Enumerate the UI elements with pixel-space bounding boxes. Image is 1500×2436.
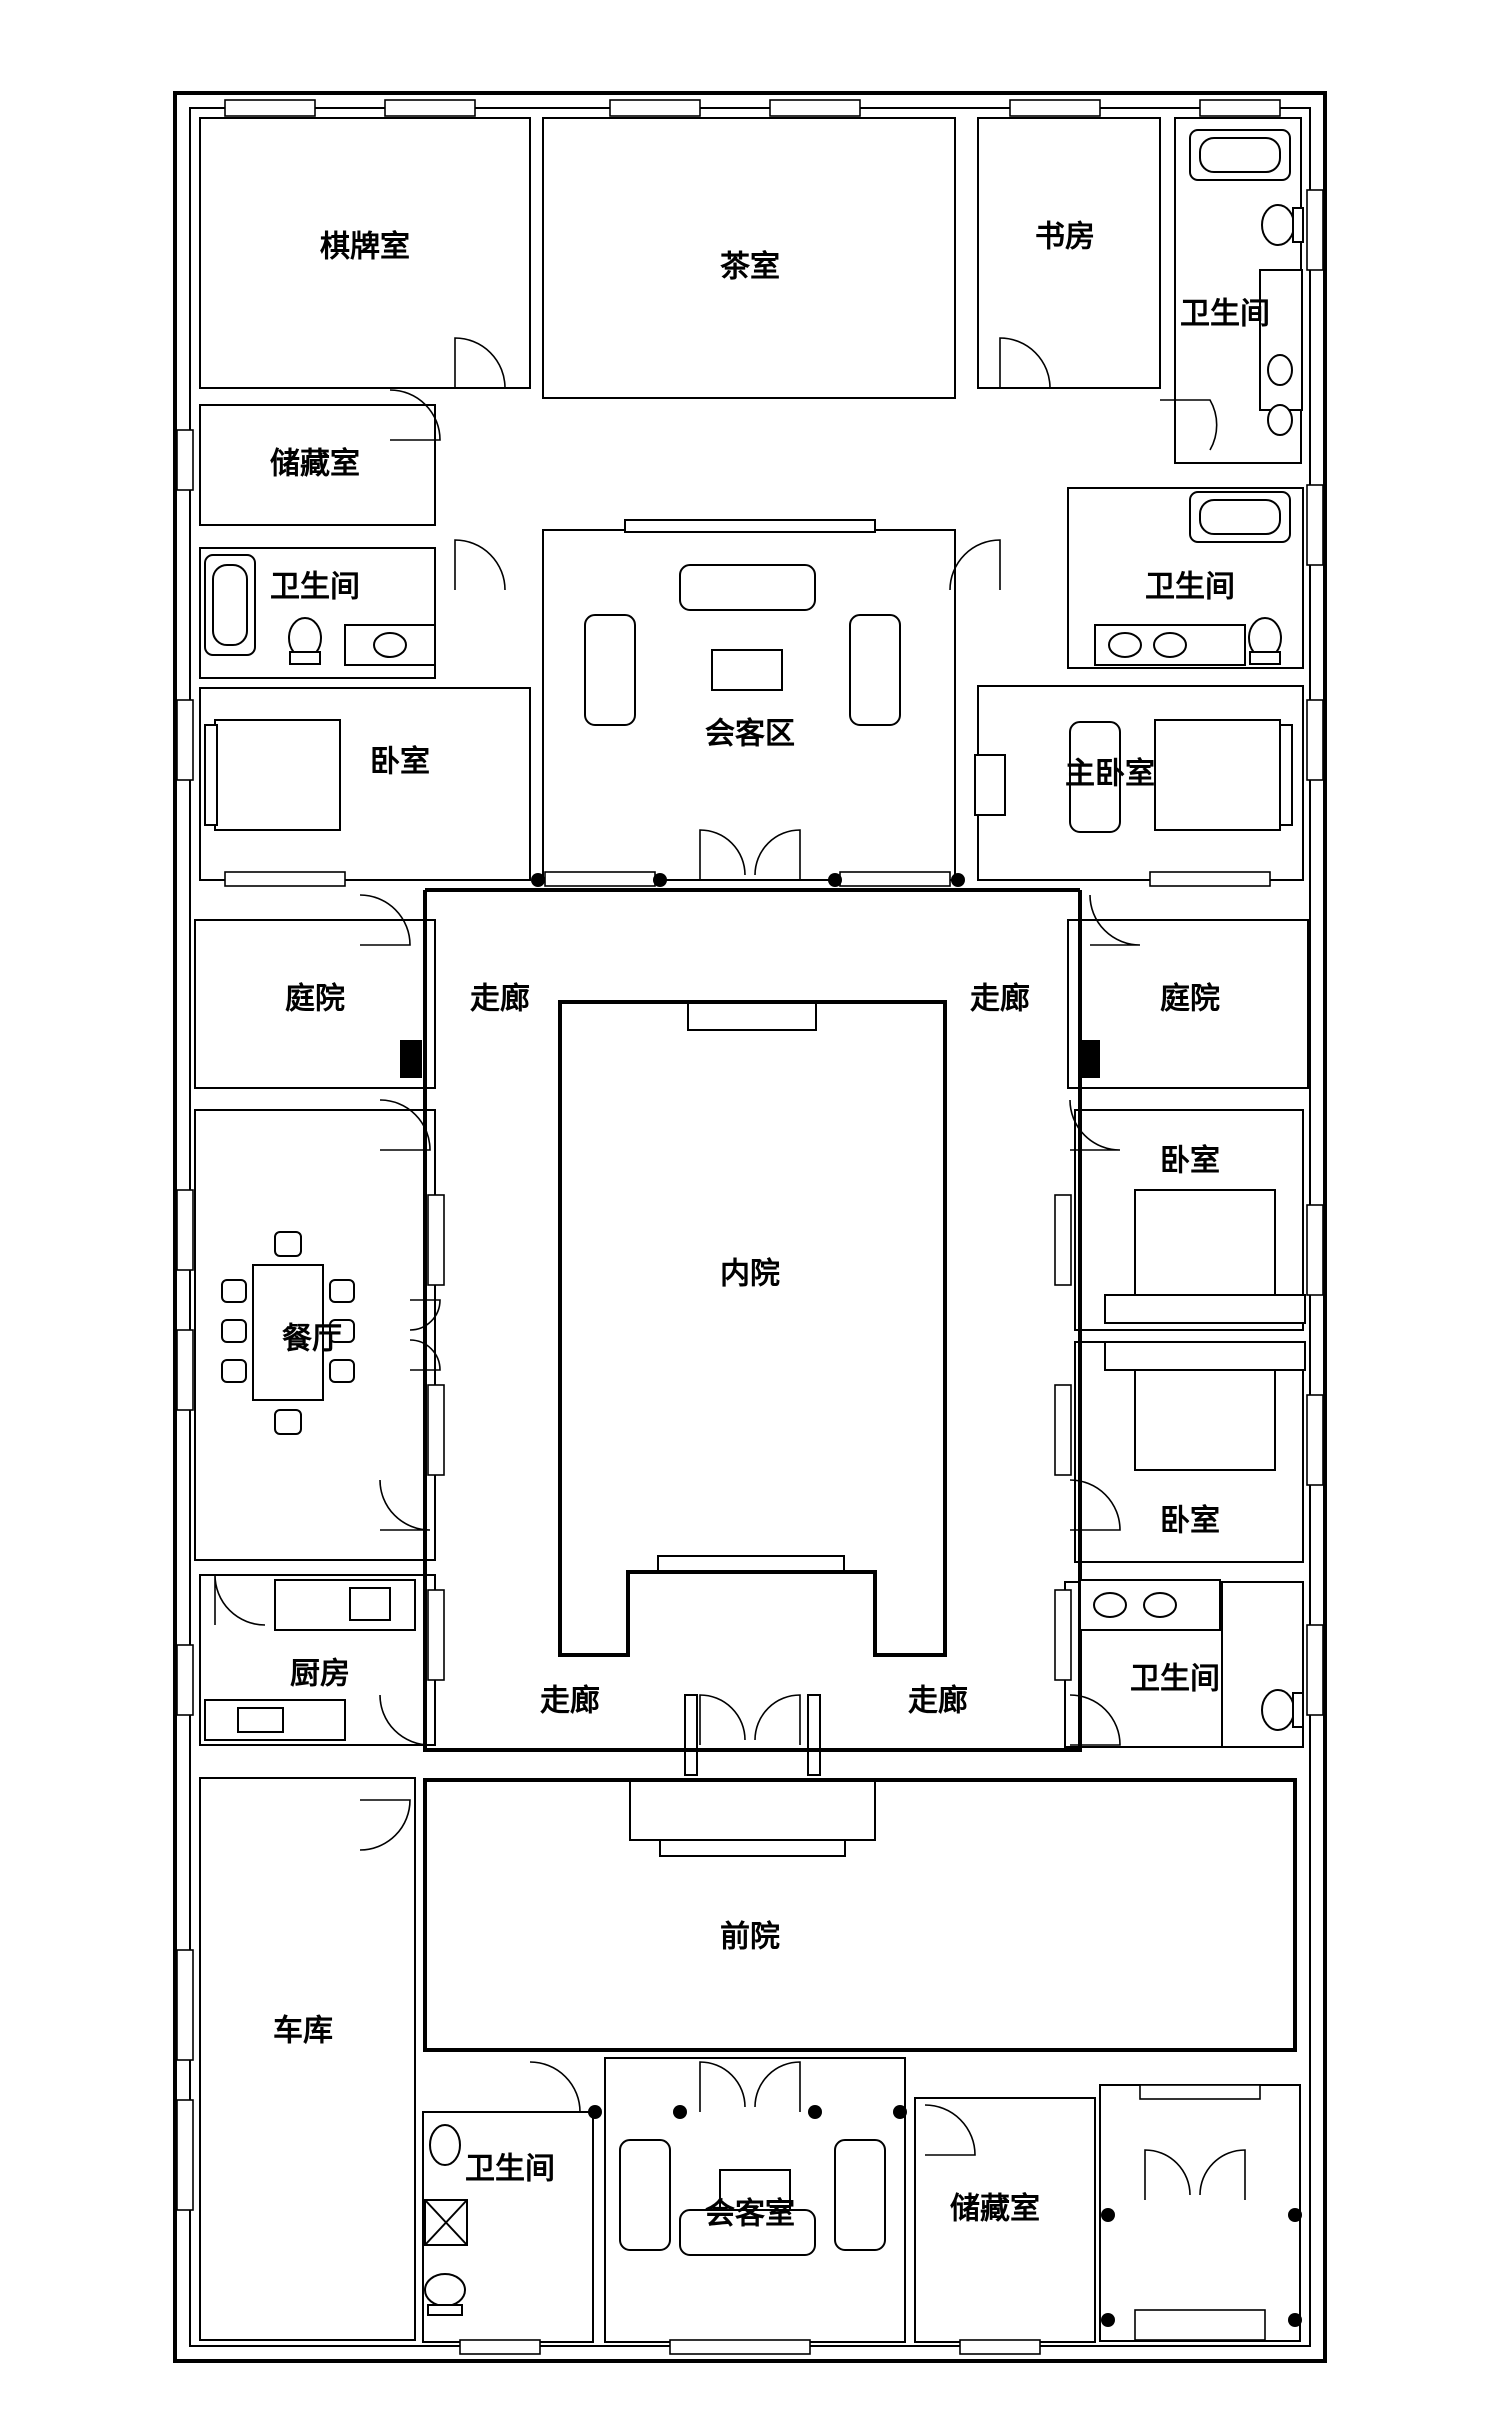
label-reception: 会客室 [705,2197,795,2232]
door-swing-icon [214,337,1246,2200]
label-storage-nw: 储藏室 [270,447,360,482]
label-bath-s: 卫生间 [465,2152,555,2187]
label-storage-s: 储藏室 [950,2192,1040,2227]
windows [176,99,1324,2355]
label-living-area: 会客区 [705,717,795,752]
label-inner-courtyard: 内院 [720,1257,780,1292]
label-garage: 车库 [273,2014,333,2049]
label-courtyard-e: 庭院 [1160,982,1220,1017]
sink-icon [344,269,1303,2246]
label-corridor-nw: 走廊 [470,982,530,1017]
kitchen-counter [204,1579,416,1741]
label-bath-w: 卫生间 [270,570,360,605]
label-corridor-ne: 走廊 [970,982,1030,1017]
label-front-yard: 前院 [720,1920,780,1955]
entrance-vestibule [629,1694,876,1857]
label-kitchen: 厨房 [290,1657,350,1692]
label-master-bedroom: 主卧室 [1065,757,1155,792]
label-corridor-sw: 走廊 [540,1684,600,1719]
screen-wall [624,519,876,533]
sofa-icon [584,564,1121,2256]
label-study: 书房 [1035,220,1095,255]
label-corridor-se: 走廊 [908,1684,968,1719]
label-bedroom-e1: 卧室 [1160,1144,1220,1179]
label-bath-se: 卫生间 [1130,1662,1220,1697]
interior-walls [194,117,1309,2343]
inner-courtyard [558,1000,947,1657]
label-courtyard-w: 庭院 [285,982,345,1017]
room-labels: 棋牌室 茶室 书房 卫生间 储藏室 卫生间 卫生间 卧室 会客区 主卧室 庭院 … [270,220,1270,2232]
bathtub-icon [204,129,1291,656]
dining-table-icon [221,1231,355,1435]
bed-icon [204,719,1306,1471]
toilet-icon [288,204,1304,2316]
label-bedroom-w: 卧室 [370,745,430,780]
label-bedroom-e2: 卧室 [1160,1504,1220,1539]
label-tea-room: 茶室 [720,250,780,285]
label-bath-ne: 卫生间 [1180,297,1270,332]
column-icon [400,873,1302,2327]
label-dining: 餐厅 [282,1322,342,1357]
label-bath-e: 卫生间 [1145,570,1235,605]
label-chess-room: 棋牌室 [320,230,410,265]
